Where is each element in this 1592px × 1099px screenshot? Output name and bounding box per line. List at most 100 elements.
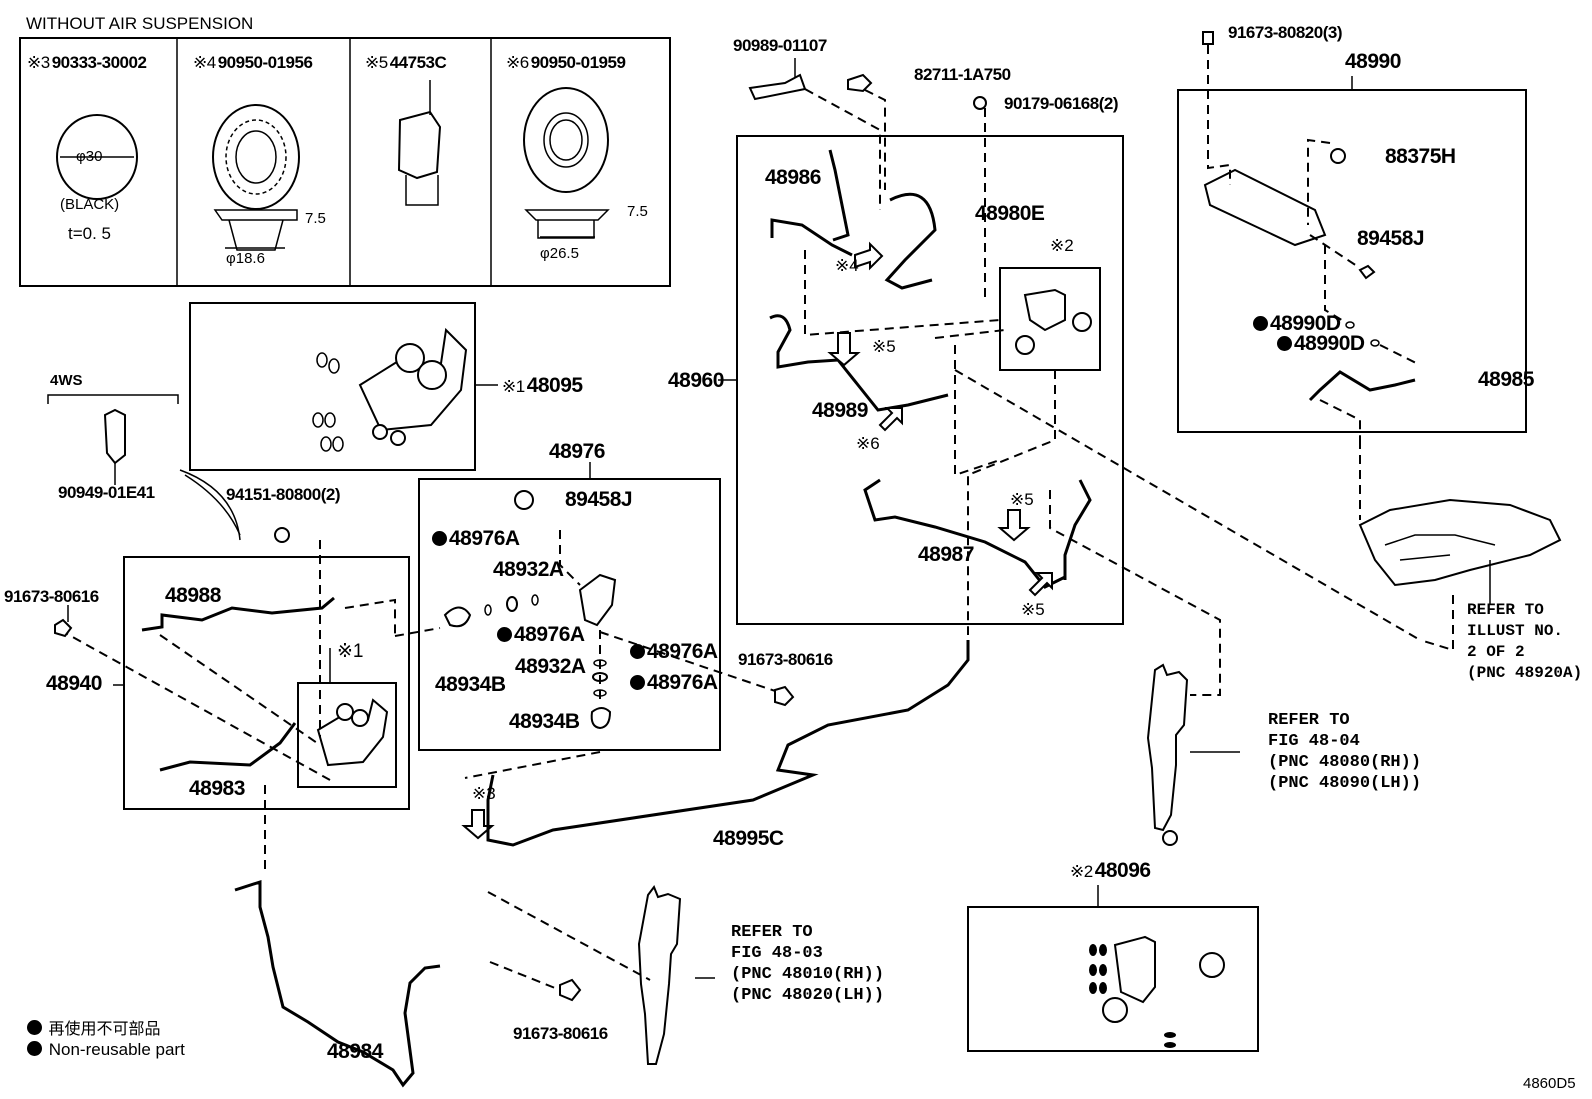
callout-48995C[interactable]: 48995C bbox=[713, 827, 784, 850]
callout-48940[interactable]: 48940 bbox=[46, 672, 102, 695]
callout-82711-1A750[interactable]: 82711-1A750 bbox=[914, 65, 1011, 84]
callout-48976A[interactable]: 48976A bbox=[497, 624, 585, 645]
callout-48984[interactable]: 48984 bbox=[327, 1040, 383, 1063]
callout-88375H[interactable]: 88375H bbox=[1385, 145, 1456, 168]
callout-91673-80616[interactable]: 91673-80616 bbox=[4, 587, 99, 606]
nut-94151-shape bbox=[274, 527, 290, 543]
callout-48988[interactable]: 48988 bbox=[165, 584, 221, 607]
callout-91673-80616[interactable]: 91673-80616 bbox=[738, 650, 833, 669]
callout-94151-80800[interactable]: 94151-80800(2) bbox=[226, 485, 340, 504]
box-48095 bbox=[189, 302, 476, 471]
pipes-48960 bbox=[769, 149, 1092, 589]
mark-5-callout: ※5 bbox=[1010, 490, 1034, 509]
callout-91673-80616[interactable]: 91673-80616 bbox=[513, 1024, 608, 1043]
non-reusable-dot-icon bbox=[497, 627, 512, 642]
part-number[interactable]: 90950-01956 bbox=[217, 53, 313, 72]
mark-4: ※4 bbox=[193, 53, 216, 72]
box-mark1 bbox=[297, 682, 397, 788]
mark-5-callout: ※5 bbox=[872, 337, 896, 356]
callout-48980E[interactable]: 48980E bbox=[975, 202, 1045, 225]
non-reusable-dot-icon bbox=[27, 1020, 42, 1035]
bolt-91673-shape bbox=[559, 978, 582, 1002]
callout-48976A[interactable]: 48976A bbox=[432, 528, 520, 549]
thickness-note: t=0. 5 bbox=[68, 224, 112, 243]
color-note: (BLACK) bbox=[60, 196, 120, 213]
part-number: 48976A bbox=[647, 640, 718, 663]
reference-fig-48-04[interactable]: REFER TO FIG 48-04 (PNC 48080(RH)) (PNC … bbox=[1268, 711, 1422, 793]
callout-48989[interactable]: 48989 bbox=[812, 399, 868, 422]
legend-english: Non-reusable part bbox=[27, 1040, 185, 1060]
callout-48983[interactable]: 48983 bbox=[189, 777, 245, 800]
part-number[interactable]: 90333-30002 bbox=[51, 53, 147, 72]
callout-91673-80820[interactable]: 91673-80820(3) bbox=[1228, 23, 1342, 42]
bolt-91673-shape bbox=[54, 618, 73, 638]
callout-48932A[interactable]: 48932A bbox=[515, 655, 586, 678]
callout-48990D[interactable]: 48990D bbox=[1277, 333, 1365, 354]
callout-48095[interactable]: ※148095 bbox=[502, 375, 583, 396]
callout-48976A[interactable]: 48976A bbox=[630, 641, 718, 662]
non-reusable-dot-icon bbox=[1277, 336, 1292, 351]
arrow-diagonal-icon bbox=[878, 407, 903, 432]
callout-48976[interactable]: 48976 bbox=[549, 440, 605, 463]
callout-48932A[interactable]: 48932A bbox=[493, 558, 564, 581]
part-number: 48990D bbox=[1270, 312, 1341, 335]
valve-48096-shape bbox=[1089, 935, 1225, 1048]
clip-shape bbox=[397, 110, 442, 180]
inset-strip-frame bbox=[19, 37, 671, 287]
callout-48934B[interactable]: 48934B bbox=[435, 673, 506, 696]
part-number[interactable]: 44753C bbox=[389, 53, 447, 72]
bracket-90989-shape bbox=[748, 73, 807, 101]
non-reusable-dot-icon bbox=[1253, 316, 1268, 331]
figure-id: 4860D5 bbox=[1523, 1075, 1576, 1092]
reference-illust-48920A[interactable]: REFER TO ILLUST NO. 2 OF 2 (PNC 48920A) bbox=[1467, 601, 1583, 682]
callout-48976A[interactable]: 48976A bbox=[630, 672, 718, 693]
box-48096 bbox=[967, 906, 1259, 1052]
part-number[interactable]: 90950-01959 bbox=[530, 53, 626, 72]
callout-90949-01E41[interactable]: 90949-01E41 bbox=[58, 483, 155, 502]
callout-90179-06168[interactable]: 90179-06168(2) bbox=[1004, 94, 1118, 113]
height-dimension: 7.5 bbox=[627, 203, 648, 220]
callout-48987[interactable]: 48987 bbox=[918, 543, 974, 566]
callout-48985[interactable]: 48985 bbox=[1478, 368, 1534, 391]
pipe-48984 bbox=[234, 879, 441, 1088]
air-supply-unit-shape bbox=[1358, 498, 1562, 587]
arrow-down-icon bbox=[997, 509, 1031, 542]
part-number: 48976A bbox=[449, 527, 520, 550]
mark-3-callout: ※3 bbox=[472, 784, 496, 803]
valve-mark2-shape bbox=[1015, 288, 1092, 355]
sensor-82711-shape bbox=[847, 73, 873, 93]
callout-89458J[interactable]: 89458J bbox=[565, 488, 633, 511]
callout-48096[interactable]: ※248096 bbox=[1070, 860, 1151, 881]
rear-air-strut-shape bbox=[1146, 663, 1189, 832]
part-number: 48096 bbox=[1094, 859, 1151, 882]
part-number: 48095 bbox=[526, 374, 583, 397]
callout-48960[interactable]: 48960 bbox=[668, 369, 724, 392]
callout-48990D[interactable]: 48990D bbox=[1253, 313, 1341, 334]
non-reusable-dot-icon bbox=[432, 531, 447, 546]
box-48940 bbox=[123, 556, 410, 810]
part-number: 48976A bbox=[514, 623, 585, 646]
callout-48934B[interactable]: 48934B bbox=[509, 710, 580, 733]
arrow-down-icon bbox=[461, 809, 495, 840]
diameter-dimension: φ18.6 bbox=[226, 250, 265, 267]
dimension-label: φ30 bbox=[76, 148, 103, 165]
arrow-diagonal-icon bbox=[1028, 572, 1053, 597]
mark-6: ※6 bbox=[506, 53, 529, 72]
callout-90989-01107[interactable]: 90989-01107 bbox=[733, 36, 827, 55]
bolt-91673-80820-shape bbox=[1202, 31, 1214, 45]
reference-fig-48-03[interactable]: REFER TO FIG 48-03 (PNC 48010(RH)) (PNC … bbox=[731, 923, 885, 1005]
mark-1-callout: ※1 bbox=[337, 641, 364, 662]
mark-4-callout: ※4 bbox=[835, 256, 859, 275]
valve-48976-shape bbox=[443, 490, 617, 730]
callout-48986[interactable]: 48986 bbox=[765, 166, 821, 189]
box-48976 bbox=[418, 478, 721, 751]
callout-89458J[interactable]: 89458J bbox=[1357, 227, 1425, 250]
part-number: 48976A bbox=[647, 671, 718, 694]
callout-48990[interactable]: 48990 bbox=[1345, 50, 1401, 73]
mark-2-callout: ※2 bbox=[1050, 236, 1074, 255]
box-mark2 bbox=[999, 267, 1101, 371]
legend-text: Non-reusable part bbox=[48, 1040, 185, 1059]
